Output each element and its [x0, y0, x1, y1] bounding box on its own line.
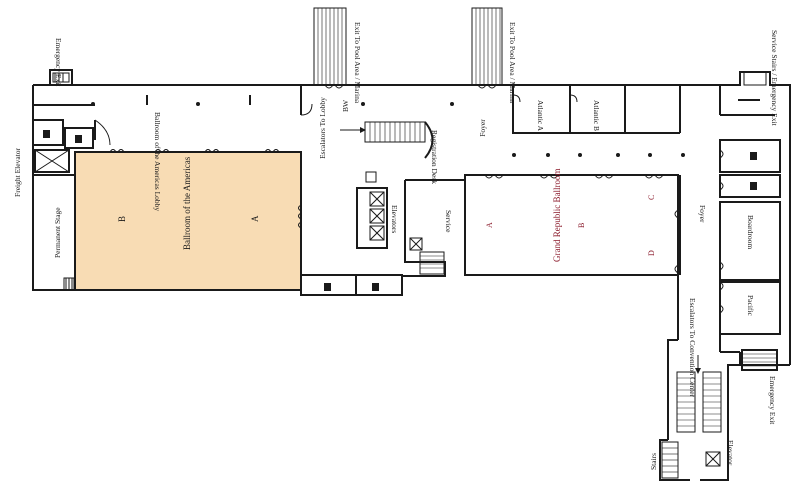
registration-desk-label: Registration Desk [430, 130, 439, 184]
exit-pool-marina-1: Exit To Pool Area / Marina [353, 22, 362, 104]
labels: Emergency Exit Freight Elevator Permanen… [13, 22, 779, 470]
freight-elevator-label: Freight Elevator [13, 148, 22, 197]
west-wing-walls [32, 69, 310, 295]
atlantic-b-label: Atlantic B [592, 100, 601, 131]
ballroom-section-b: B [117, 216, 127, 222]
ballroom-americas-area[interactable] [74, 151, 302, 291]
lobby-pillars [91, 95, 251, 106]
permanent-stage-label: Permanent Stage [53, 207, 62, 258]
exit-pool-marina-2: Exit To Pool Area / Marina [508, 22, 517, 104]
stairs-label: Stairs [649, 453, 658, 470]
east-wing-walls [659, 71, 791, 481]
elevators-label: Elevators [390, 205, 399, 233]
emergency-exit-top-label: Emergency Exit [54, 38, 63, 87]
grand-republic-label: Grand Republic Ballroom [552, 169, 562, 262]
gr-section-d: D [647, 250, 656, 256]
elevator-label: Elevator [726, 440, 735, 466]
ballroom-lobby-label: Ballroom of the Americas Lobby [153, 112, 162, 211]
pacific-label: Pacific [746, 295, 755, 316]
gr-section-c: C [647, 195, 656, 200]
ballroom-doors [109, 149, 302, 229]
service-label: Service [444, 210, 453, 233]
service-stairs-label: Service Stairs / Emergency Exit [770, 30, 779, 127]
boardroom-label: Boardroom [746, 215, 755, 249]
grand-republic-walls [464, 174, 679, 276]
foyer-top-label: Foyer [478, 119, 487, 137]
restroom-icon [43, 130, 757, 291]
atlantic-a-label: Atlantic A [536, 100, 545, 132]
central-walls [300, 7, 720, 296]
foyer-right-label: Foyer [698, 205, 707, 223]
escalators-conv-label: Escalators To Convention Center [688, 298, 697, 398]
escalators-lobby-label: Escalators To Lobby [318, 97, 327, 159]
atlantic-rooms [512, 84, 681, 134]
ballroom-section-a: A [250, 215, 260, 222]
bw-label: BW [341, 99, 350, 112]
gr-section-a: A [485, 222, 494, 228]
emergency-exit-bottom-label: Emergency Exit [768, 376, 777, 425]
gr-section-b: B [577, 223, 586, 228]
ballroom-title: Ballroom of the Americas [182, 156, 192, 250]
